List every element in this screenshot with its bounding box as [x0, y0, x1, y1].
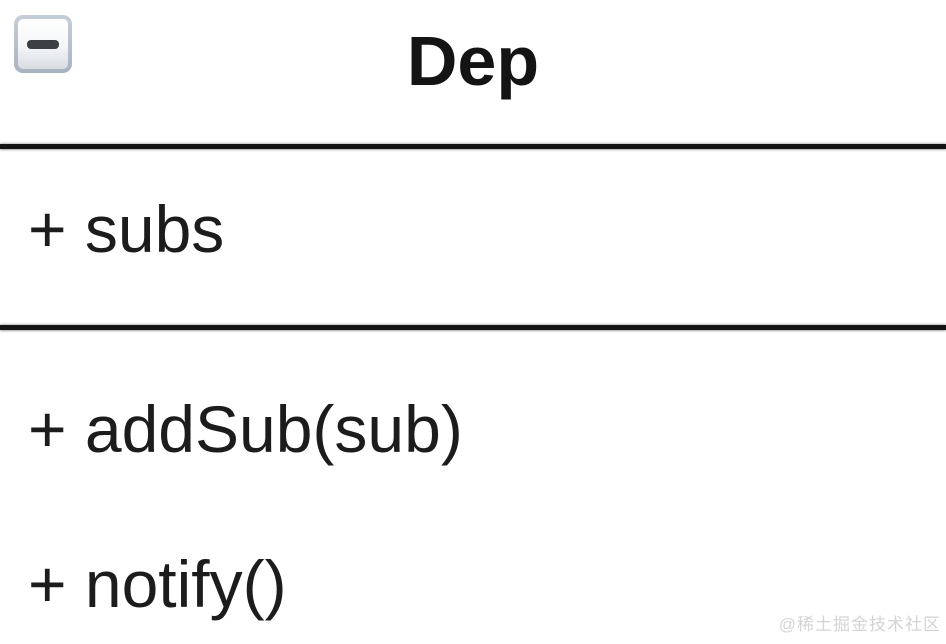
watermark: @稀土掘金技术社区 [778, 615, 941, 634]
method-addsub: + addSub(sub) [28, 392, 463, 466]
method-notify: + notify() [28, 547, 287, 621]
class-name: Dep [406, 22, 540, 100]
minus-icon [27, 39, 59, 49]
collapse-button-face [18, 19, 68, 69]
collapse-button[interactable] [14, 15, 72, 73]
compartment-divider-top [0, 144, 946, 149]
attribute-subs: + subs [28, 192, 225, 266]
compartment-divider-bottom [0, 325, 946, 330]
